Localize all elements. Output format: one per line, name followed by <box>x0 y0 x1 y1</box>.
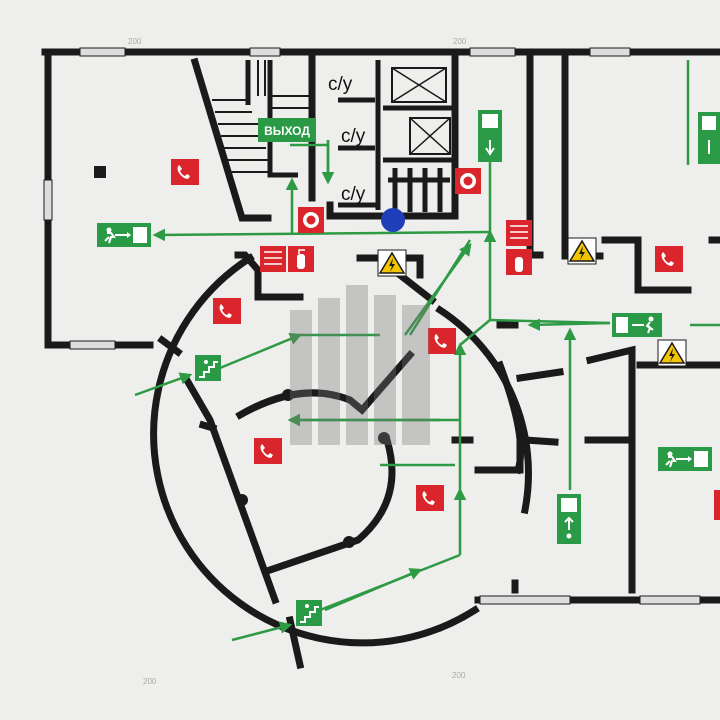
high-voltage-warning-icon <box>377 249 407 277</box>
watermark-logo <box>290 285 430 445</box>
fire-phone-icon <box>428 328 456 354</box>
exit-running-man-icon <box>478 110 502 162</box>
fire-phone-icon <box>213 298 241 324</box>
toilet-label: с/у <box>341 184 366 205</box>
exit-running-man-icon <box>698 112 720 164</box>
fire-hose-icon <box>506 220 532 246</box>
dimension-label: 200 <box>453 37 467 46</box>
high-voltage-warning-icon <box>567 237 597 265</box>
dimension-label: 200 <box>128 37 142 46</box>
exit-running-man-icon <box>612 313 662 337</box>
you-are-here-marker-icon <box>381 208 405 232</box>
high-voltage-warning-icon <box>657 339 687 367</box>
toilet-label: с/у <box>328 74 353 95</box>
exit-running-man-icon <box>657 446 713 472</box>
dimension-label: 200 <box>143 677 157 686</box>
toilet-label: с/у <box>341 126 366 147</box>
fire-alarm-button-icon <box>455 168 481 194</box>
fire-phone-icon <box>416 485 444 511</box>
fire-phone-icon <box>254 438 282 464</box>
dimension-label: 200 <box>452 671 466 680</box>
exit-stair-icon <box>296 600 322 626</box>
fire-phone-icon <box>171 159 199 185</box>
exit-label-sign: ВЫХОД <box>258 118 316 142</box>
fire-hose-icon <box>260 246 286 272</box>
evacuation-routes <box>134 60 720 642</box>
fire-phone-icon <box>655 246 683 272</box>
fire-extinguisher-icon <box>288 246 314 272</box>
fire-alarm-button-icon <box>298 207 324 233</box>
fire-phone-icon <box>714 490 720 520</box>
exit-running-man-icon <box>96 222 152 248</box>
exit-label: ВЫХОД <box>264 124 310 138</box>
fire-extinguisher-icon <box>506 249 532 275</box>
exit-running-man-icon <box>557 494 581 544</box>
exit-stair-icon <box>195 355 221 381</box>
